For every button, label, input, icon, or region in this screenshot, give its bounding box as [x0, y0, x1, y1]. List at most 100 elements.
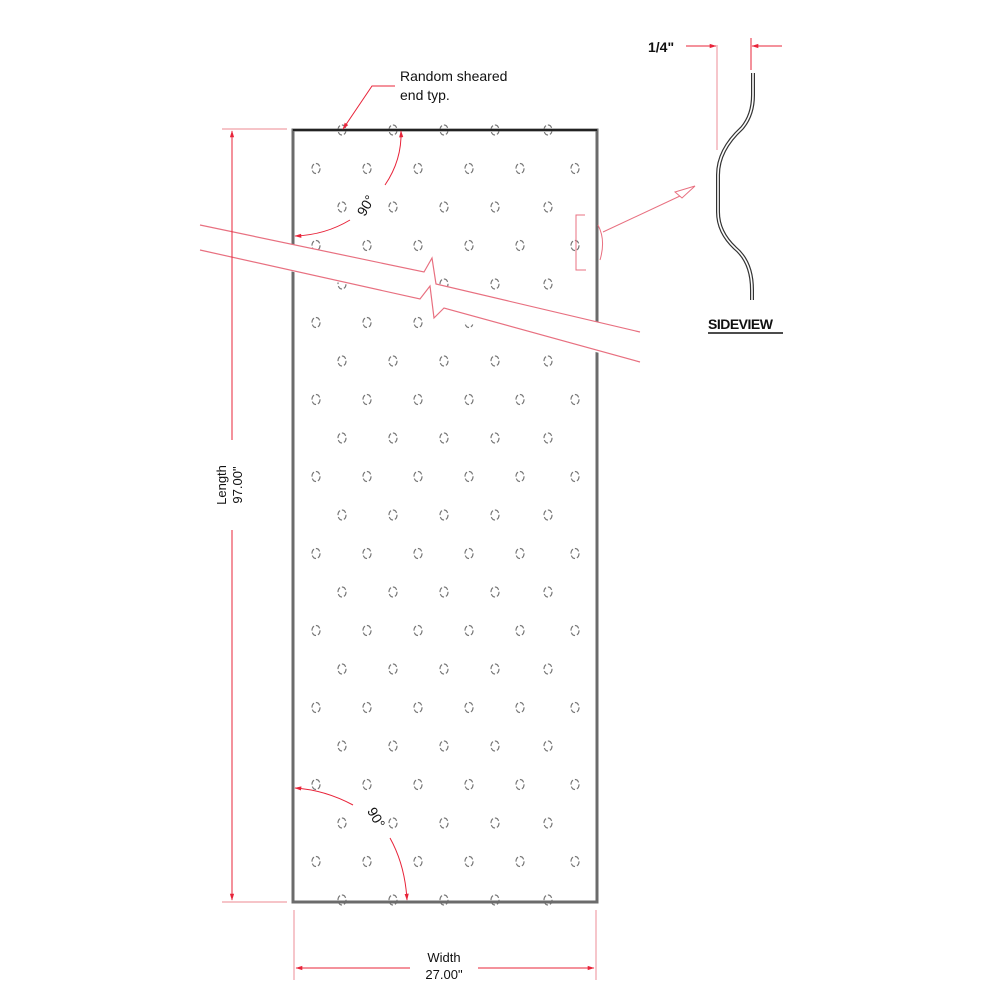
perforation-hole — [515, 470, 525, 483]
detail-bracket — [575, 185, 696, 271]
perforation-hole — [311, 855, 321, 868]
perforation-hole — [570, 239, 580, 252]
perforation-hole — [490, 201, 500, 213]
perforation-hole — [388, 509, 398, 521]
perforation-hole — [515, 701, 525, 714]
perforation-hole — [388, 586, 398, 598]
perforation-hole — [337, 663, 347, 675]
perforation-hole — [490, 894, 500, 906]
length-value: 97.00" — [230, 466, 245, 504]
length-label: Length — [214, 465, 229, 505]
perforation-hole — [413, 162, 423, 175]
perforation-hole — [337, 817, 347, 829]
perforation-hole — [388, 355, 398, 367]
break-line — [199, 224, 641, 363]
perforation-hole — [543, 740, 553, 752]
perforation-hole — [515, 239, 525, 252]
perforation-hole — [464, 778, 474, 791]
perforation-hole — [362, 855, 372, 868]
perforation-hole — [337, 586, 347, 598]
perforation-hole — [543, 355, 553, 367]
length-dimension: Length 97.00" — [214, 128, 287, 903]
perforation-hole — [388, 663, 398, 675]
perforation-hole — [311, 701, 321, 714]
perforation-hole — [362, 547, 372, 560]
perforation-hole — [311, 162, 321, 175]
perforation-hole — [311, 470, 321, 483]
perforation-hole — [490, 509, 500, 521]
perforation-hole — [362, 701, 372, 714]
perforation-hole — [543, 509, 553, 521]
perforation-hole — [490, 355, 500, 367]
perforation-hole — [362, 162, 372, 175]
perforation-hole — [515, 778, 525, 791]
perforation-hole — [543, 663, 553, 675]
perforation-hole — [362, 470, 372, 483]
perforation-hole — [388, 740, 398, 752]
perforation-hole — [362, 393, 372, 406]
perforation-hole — [337, 201, 347, 213]
perforation-hole — [337, 509, 347, 521]
perforation-hole — [439, 509, 449, 521]
perforation-hole — [490, 663, 500, 675]
perforation-hole — [413, 624, 423, 637]
perforation-hole — [515, 624, 525, 637]
perforation-hole — [570, 547, 580, 560]
perforation-hole — [388, 817, 398, 829]
perforation-hole — [570, 162, 580, 175]
sheared-end-text-1: Random sheared — [400, 68, 507, 84]
side-view-title: SIDEVIEW — [708, 316, 783, 334]
perforation-hole — [570, 778, 580, 791]
perforation-hole — [388, 201, 398, 213]
sheared-end-callout: Random sheared end typ. — [342, 68, 507, 130]
perforation-hole — [311, 624, 321, 637]
top-angle-callout: 90° — [294, 130, 404, 238]
perforation-hole — [413, 470, 423, 483]
perforation-hole — [515, 162, 525, 175]
perforation-hole — [570, 393, 580, 406]
perforation-hole — [543, 432, 553, 444]
perforation-hole — [543, 278, 553, 290]
perforation-hole — [413, 855, 423, 868]
perforation-hole — [439, 201, 449, 213]
perforation-hole — [337, 355, 347, 367]
perforation-hole — [515, 393, 525, 406]
perforation-hole — [570, 624, 580, 637]
bottom-angle-text: 90° — [364, 804, 388, 830]
perforation-hole — [515, 547, 525, 560]
perforation-hole — [490, 586, 500, 598]
perforation-hole — [388, 894, 398, 906]
perforation-hole — [464, 624, 474, 637]
perforation-holes — [311, 124, 580, 906]
width-dimension: Width 27.00" — [293, 910, 597, 982]
perforation-hole — [413, 393, 423, 406]
perforation-hole — [413, 547, 423, 560]
perforation-hole — [464, 470, 474, 483]
perforation-hole — [464, 855, 474, 868]
perforation-hole — [439, 894, 449, 906]
perforation-hole — [439, 355, 449, 367]
perforation-hole — [311, 239, 321, 252]
perforation-hole — [543, 201, 553, 213]
perforation-hole — [464, 162, 474, 175]
perforation-hole — [543, 894, 553, 906]
perforation-hole — [337, 432, 347, 444]
perforation-hole — [543, 817, 553, 829]
thickness-value: 1/4" — [648, 39, 674, 55]
width-label: Width — [427, 950, 460, 965]
perforation-hole — [490, 432, 500, 444]
perforation-hole — [464, 547, 474, 560]
bottom-angle-callout: 90° — [294, 786, 409, 901]
perforation-hole — [490, 278, 500, 290]
perforation-hole — [490, 817, 500, 829]
side-view-profile: 1/4" — [648, 38, 782, 300]
perforation-hole — [311, 547, 321, 560]
perforation-hole — [464, 239, 474, 252]
perforation-hole — [439, 586, 449, 598]
perforation-hole — [362, 624, 372, 637]
perforation-hole — [362, 316, 372, 329]
perforation-hole — [362, 239, 372, 252]
side-view-title-text: SIDEVIEW — [708, 316, 774, 332]
perforation-hole — [388, 432, 398, 444]
